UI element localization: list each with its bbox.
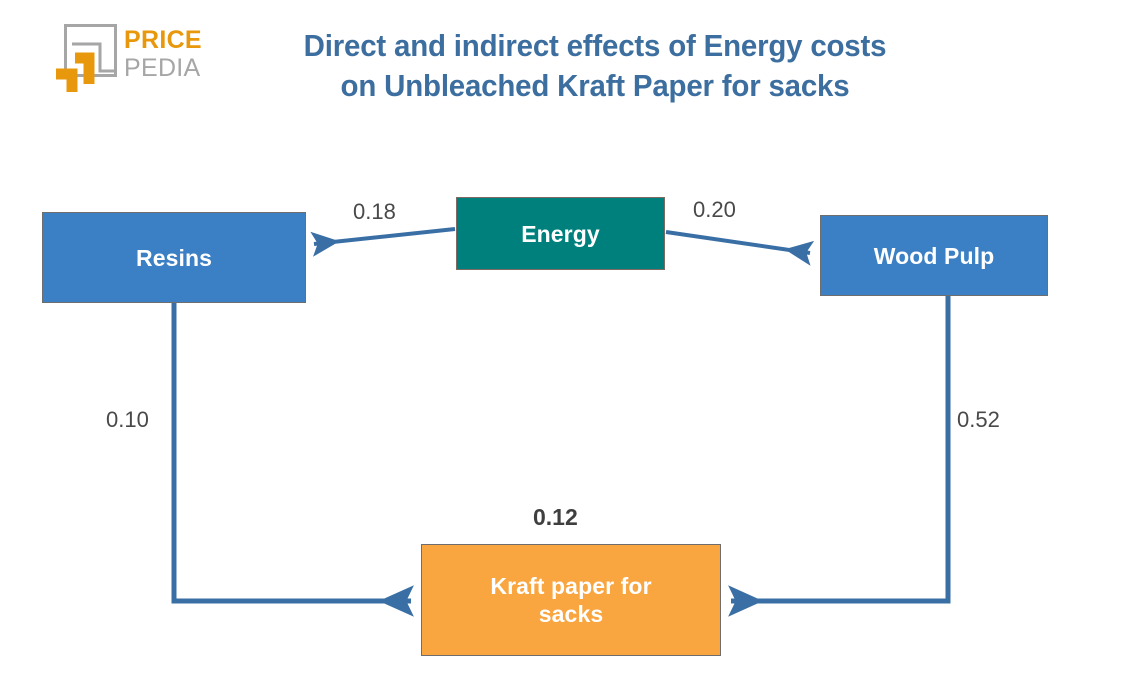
node-kraft-paper-label-line-2: sacks	[538, 601, 604, 627]
edge-label-resins-to-kraft: 0.10	[106, 407, 149, 432]
edge-label-energy-to-resins: 0.18	[353, 199, 396, 224]
page-title-line-2: on Unbleached Kraft Paper for sacks	[340, 68, 850, 103]
page-header: PRICE PEDIA Direct and indirect effects …	[0, 0, 1121, 130]
node-energy[interactable]: Energy	[456, 197, 665, 270]
edge-energy-to-resins	[310, 227, 456, 257]
page-title-line-1: Direct and indirect effects of Energy co…	[303, 28, 887, 63]
node-energy-label: Energy	[521, 220, 600, 247]
node-wood-pulp[interactable]: Wood Pulp	[820, 215, 1048, 296]
edge-woodpulp-to-kraft	[728, 296, 951, 617]
total-effect-label: 0.12	[533, 504, 578, 530]
edge-label-wood-pulp-to-kraft: 0.52	[957, 407, 1000, 432]
node-resins[interactable]: Resins	[42, 212, 306, 303]
logo-text-price: PRICE	[124, 26, 202, 54]
node-wood-pulp-label: Wood Pulp	[873, 242, 995, 269]
pricepedia-wordmark: PRICE PEDIA	[124, 26, 216, 88]
node-resins-label: Resins	[135, 244, 213, 271]
edge-resins-to-kraft	[171, 303, 414, 617]
node-kraft-paper-label-line-1: Kraft paper for	[490, 573, 652, 599]
edge-energy-to-woodpulp	[665, 230, 815, 266]
logo-text-pedia: PEDIA	[124, 54, 201, 82]
pricepedia-logo-icon	[56, 24, 117, 92]
edge-label-energy-to-wood-pulp: 0.20	[693, 197, 736, 222]
page-title: Direct and indirect effects of Energy co…	[220, 26, 971, 106]
pricepedia-logo: PRICE PEDIA	[52, 22, 212, 94]
